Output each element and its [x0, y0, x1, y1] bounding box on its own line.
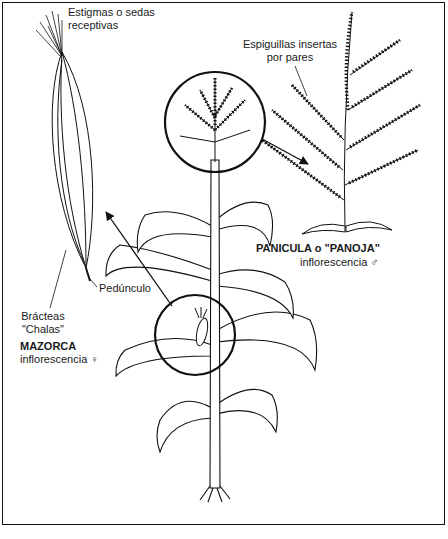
tassel	[180, 78, 250, 162]
part-label: Espiguillas insertas por pares	[240, 38, 340, 64]
zoom-circle	[155, 295, 235, 375]
leader-lines	[50, 66, 307, 308]
part-label: Brácteas "Chalas"	[14, 310, 72, 336]
ear-enlarged	[36, 11, 93, 281]
inflorescence-name: MAZORCA	[20, 340, 100, 353]
inflorescence-type: inflorescencia ♂	[300, 256, 410, 269]
frame	[3, 3, 445, 525]
arrows	[106, 140, 308, 306]
zoom-circle	[165, 72, 265, 172]
inflorescence-name: PANICULA o "PANOJA"	[256, 242, 406, 255]
small-ear	[194, 307, 210, 347]
part-label: Estigmas o sedas receptivas	[68, 6, 156, 32]
part-label: Pedúnculo	[99, 282, 169, 295]
inflorescence-type: inflorescencia ♀	[20, 353, 120, 366]
